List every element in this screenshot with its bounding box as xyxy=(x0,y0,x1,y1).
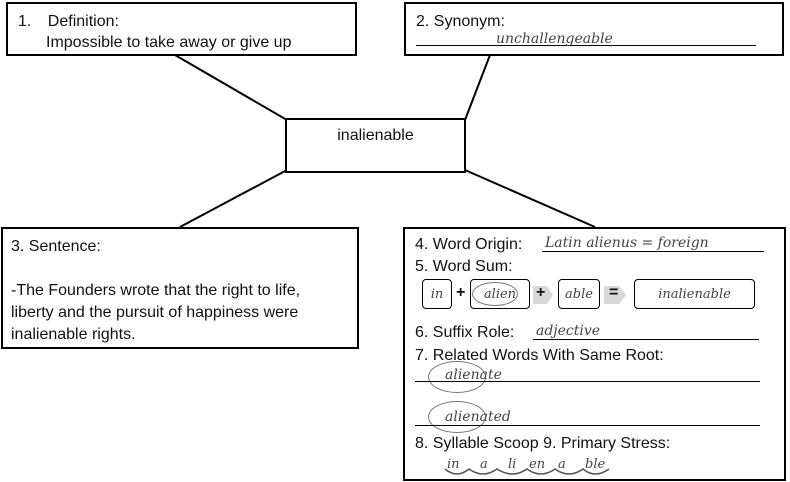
synonym-answer-line xyxy=(416,45,756,46)
syllable-1: in xyxy=(447,457,460,472)
sentence-line-3: inalienable rights. xyxy=(11,326,136,343)
synonym-label: 2. Synonym: xyxy=(416,13,505,30)
root-circle xyxy=(428,361,486,393)
definition-label: Definition: xyxy=(47,13,119,30)
syllable-label: 8. Syllable Scoop 9. Primary Stress: xyxy=(415,435,671,452)
root-circle xyxy=(428,401,486,433)
arrow-icon xyxy=(533,286,553,304)
related-label: 7. Related Words With Same Root: xyxy=(415,347,664,364)
connector-sentence xyxy=(179,169,288,228)
definition-box: 1. Definition: Impossible to take away o… xyxy=(6,2,357,56)
origin-line xyxy=(542,251,764,252)
word-sum-part-3: able xyxy=(558,279,600,309)
syllable-scoops xyxy=(444,468,610,475)
definition-number: 1. xyxy=(18,13,32,30)
suffix-line xyxy=(533,339,759,340)
related-word-1: alienate xyxy=(445,367,502,383)
center-word: inalienable xyxy=(337,127,414,144)
word-sum-label: 5. Word Sum: xyxy=(415,258,513,275)
word-sum-result: inalienable xyxy=(634,279,755,309)
synonym-answer: unchallengeable xyxy=(496,31,613,47)
details-box: 4. Word Origin: Latin alienus = foreign … xyxy=(403,227,786,481)
arrow-icon xyxy=(604,286,626,304)
root-circle xyxy=(472,282,518,306)
syllable-6: ble xyxy=(585,457,606,472)
related-word-2: alienated xyxy=(445,409,511,425)
syllable-2: a xyxy=(480,457,488,472)
origin-value: Latin alienus = foreign xyxy=(545,235,709,251)
center-word-box: inalienable xyxy=(285,118,466,173)
syllable-4: en xyxy=(529,457,546,472)
sentence-box: 3. Sentence: -The Founders wrote that th… xyxy=(1,227,359,349)
related-line-1 xyxy=(415,381,760,382)
connector-definition xyxy=(174,54,288,121)
sentence-line-2: liberty and the pursuit of happiness wer… xyxy=(11,304,299,321)
syllable-3: li xyxy=(508,457,517,472)
synonym-box: 2. Synonym: unchallengeable xyxy=(404,2,784,56)
sentence-label: 3. Sentence: xyxy=(11,238,101,255)
suffix-value: adjective xyxy=(536,323,601,339)
related-line-2 xyxy=(415,425,760,426)
plus-sign-2: + xyxy=(536,284,546,301)
sentence-line-1: -The Founders wrote that the right to li… xyxy=(11,282,301,299)
syllable-5: a xyxy=(558,457,566,472)
plus-sign-1: + xyxy=(456,284,466,301)
connector-details xyxy=(464,169,596,228)
equals-sign: = xyxy=(609,284,619,301)
word-sum-part-1: in xyxy=(422,279,452,309)
origin-label: 4. Word Origin: xyxy=(415,236,523,253)
connector-synonym-a xyxy=(464,54,491,121)
definition-text: Impossible to take away or give up xyxy=(46,34,292,51)
suffix-label: 6. Suffix Role: xyxy=(415,324,515,341)
